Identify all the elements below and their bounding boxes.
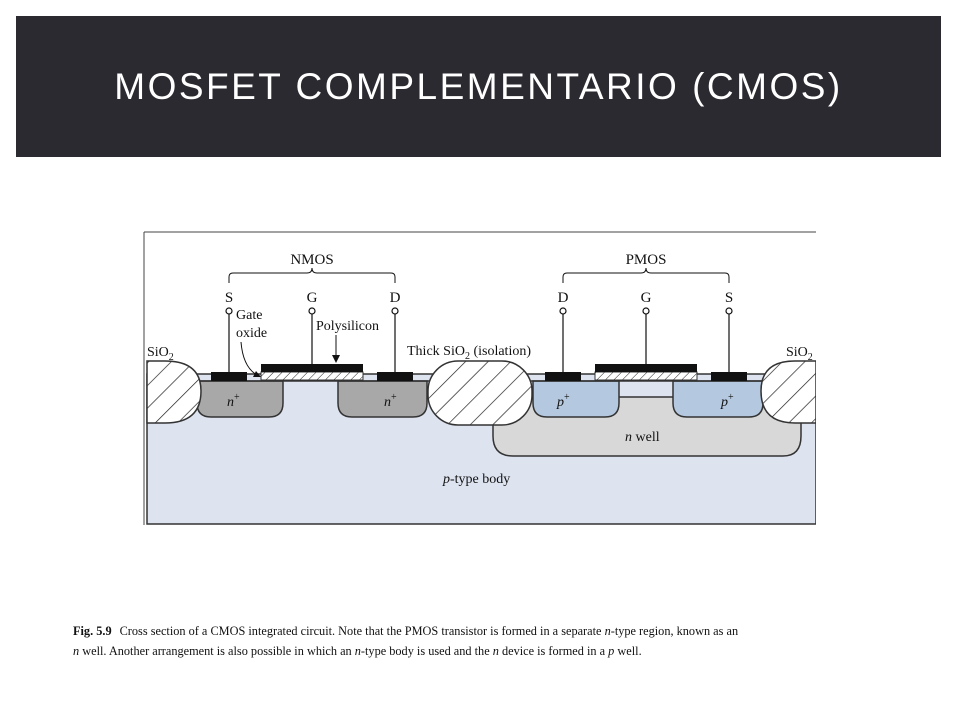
right-sio2-label: SiO2 <box>786 345 813 363</box>
nmos-label: NMOS <box>290 252 333 268</box>
thick-isolation-oxide <box>427 360 533 426</box>
caption-line-2: n well. Another arrangement is also poss… <box>73 644 642 658</box>
nmos-terminal-s: S <box>225 290 233 306</box>
thick-oxide-label: Thick SiO2 (isolation) <box>407 344 531 362</box>
pmos-terminal-g: G <box>641 290 652 306</box>
polysilicon-arrowhead-icon <box>332 355 340 363</box>
p-type-body-label: p-type body <box>442 472 510 487</box>
pmos-drain-pplus <box>532 380 620 418</box>
pmos-drain-terminal-icon <box>559 307 567 315</box>
pmos-label: PMOS <box>626 252 667 268</box>
nmos-brace <box>228 267 396 283</box>
pmos-terminal-s: S <box>725 290 733 306</box>
left-sio2-label: SiO2 <box>147 345 174 363</box>
pmos-gate-terminal-icon <box>642 307 650 315</box>
nmos-terminal-d: D <box>390 290 401 306</box>
nmos-drain-region-label: n+ <box>384 392 397 410</box>
nmos-source-terminal-icon <box>225 307 233 315</box>
nmos-gate-terminal-icon <box>308 307 316 315</box>
pmos-polysilicon-gate <box>595 364 697 372</box>
gate-oxide-label-line1: Gate <box>236 308 262 323</box>
slide-title: MOSFET COMPLEMENTARIO (CMOS) <box>114 66 843 107</box>
gate-oxide-arrowhead-icon <box>253 371 261 377</box>
pmos-source-pplus <box>672 380 764 418</box>
nmos-drain-terminal-icon <box>391 307 399 315</box>
pmos-gate-oxide <box>594 371 698 381</box>
cmos-cross-section-figure: NMOS PMOS S G D D G S Gate oxide Polysil… <box>143 231 817 525</box>
nmos-terminal-g: G <box>307 290 318 306</box>
nmos-gate-oxide <box>260 371 364 381</box>
pmos-source-terminal-icon <box>725 307 733 315</box>
polysilicon-label: Polysilicon <box>316 319 379 334</box>
nmos-drain-contact <box>377 372 413 381</box>
left-sio2-oxide <box>146 360 202 424</box>
gate-oxide-label-line2: oxide <box>236 326 267 341</box>
gate-oxide-pointer <box>240 341 258 376</box>
nmos-polysilicon-gate <box>261 364 363 372</box>
right-sio2-oxide <box>760 360 817 424</box>
title-bar: MOSFET COMPLEMENTARIO (CMOS) <box>16 16 941 157</box>
caption-figure-number: Fig. 5.9 <box>73 624 112 638</box>
nmos-source-nplus <box>196 380 284 418</box>
pmos-terminal-d: D <box>558 290 569 306</box>
pmos-brace <box>562 267 730 283</box>
nmos-drain-nplus <box>337 380 428 418</box>
cmos-diagram: NMOS PMOS S G D D G S Gate oxide Polysil… <box>143 231 817 525</box>
pmos-drain-contact <box>545 372 581 381</box>
n-well-label: n well <box>625 430 660 445</box>
pmos-source-contact <box>711 372 747 381</box>
pmos-source-region-label: p+ <box>720 392 734 410</box>
nmos-source-contact <box>211 372 247 381</box>
nmos-source-region-label: n+ <box>227 392 240 410</box>
pmos-drain-region-label: p+ <box>556 392 570 410</box>
